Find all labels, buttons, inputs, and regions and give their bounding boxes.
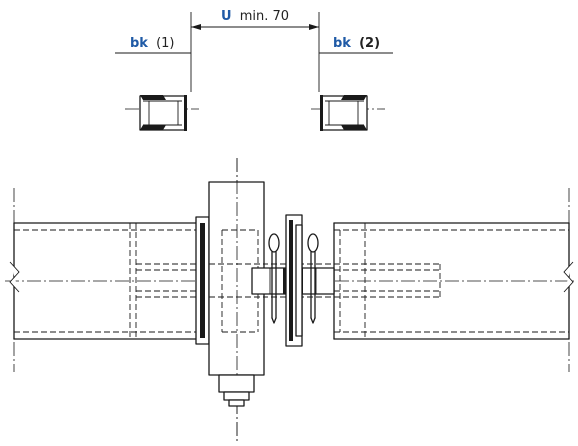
right-section-symbol [311,95,385,131]
right-side-symbol: bk [333,36,351,51]
break-mark-icon [563,261,574,293]
left-side-symbol: bk [130,36,148,51]
mounting-plate [195,216,210,345]
clearance-text: min. 70 [240,9,289,24]
clearance-symbol: U [221,9,232,24]
clearance-dimension: U min. 70 [190,9,320,92]
arrow-right-icon [309,24,319,30]
split-pin-right [307,233,319,324]
split-pin-eye-icon [307,233,319,253]
hub-housing [208,158,265,442]
right-side-label: bk (2) [333,36,380,51]
shaft-hidden-lines [136,263,441,298]
left-side-label: bk (1) [130,36,175,51]
split-pin-left [268,233,280,324]
left-section-symbol [125,95,199,131]
arrow-left-icon [191,24,201,30]
left-side-text: (1) [156,36,174,51]
side-labels: bk (1) bk (2) [115,36,393,54]
split-pin-eye-icon [268,233,280,253]
right-side-text: (2) [359,36,380,51]
coupling-disc [285,214,303,347]
break-mark-icon [9,261,20,293]
right-tube [333,222,574,340]
left-tube [9,222,197,340]
clearance-label: U min. 70 [221,9,289,24]
